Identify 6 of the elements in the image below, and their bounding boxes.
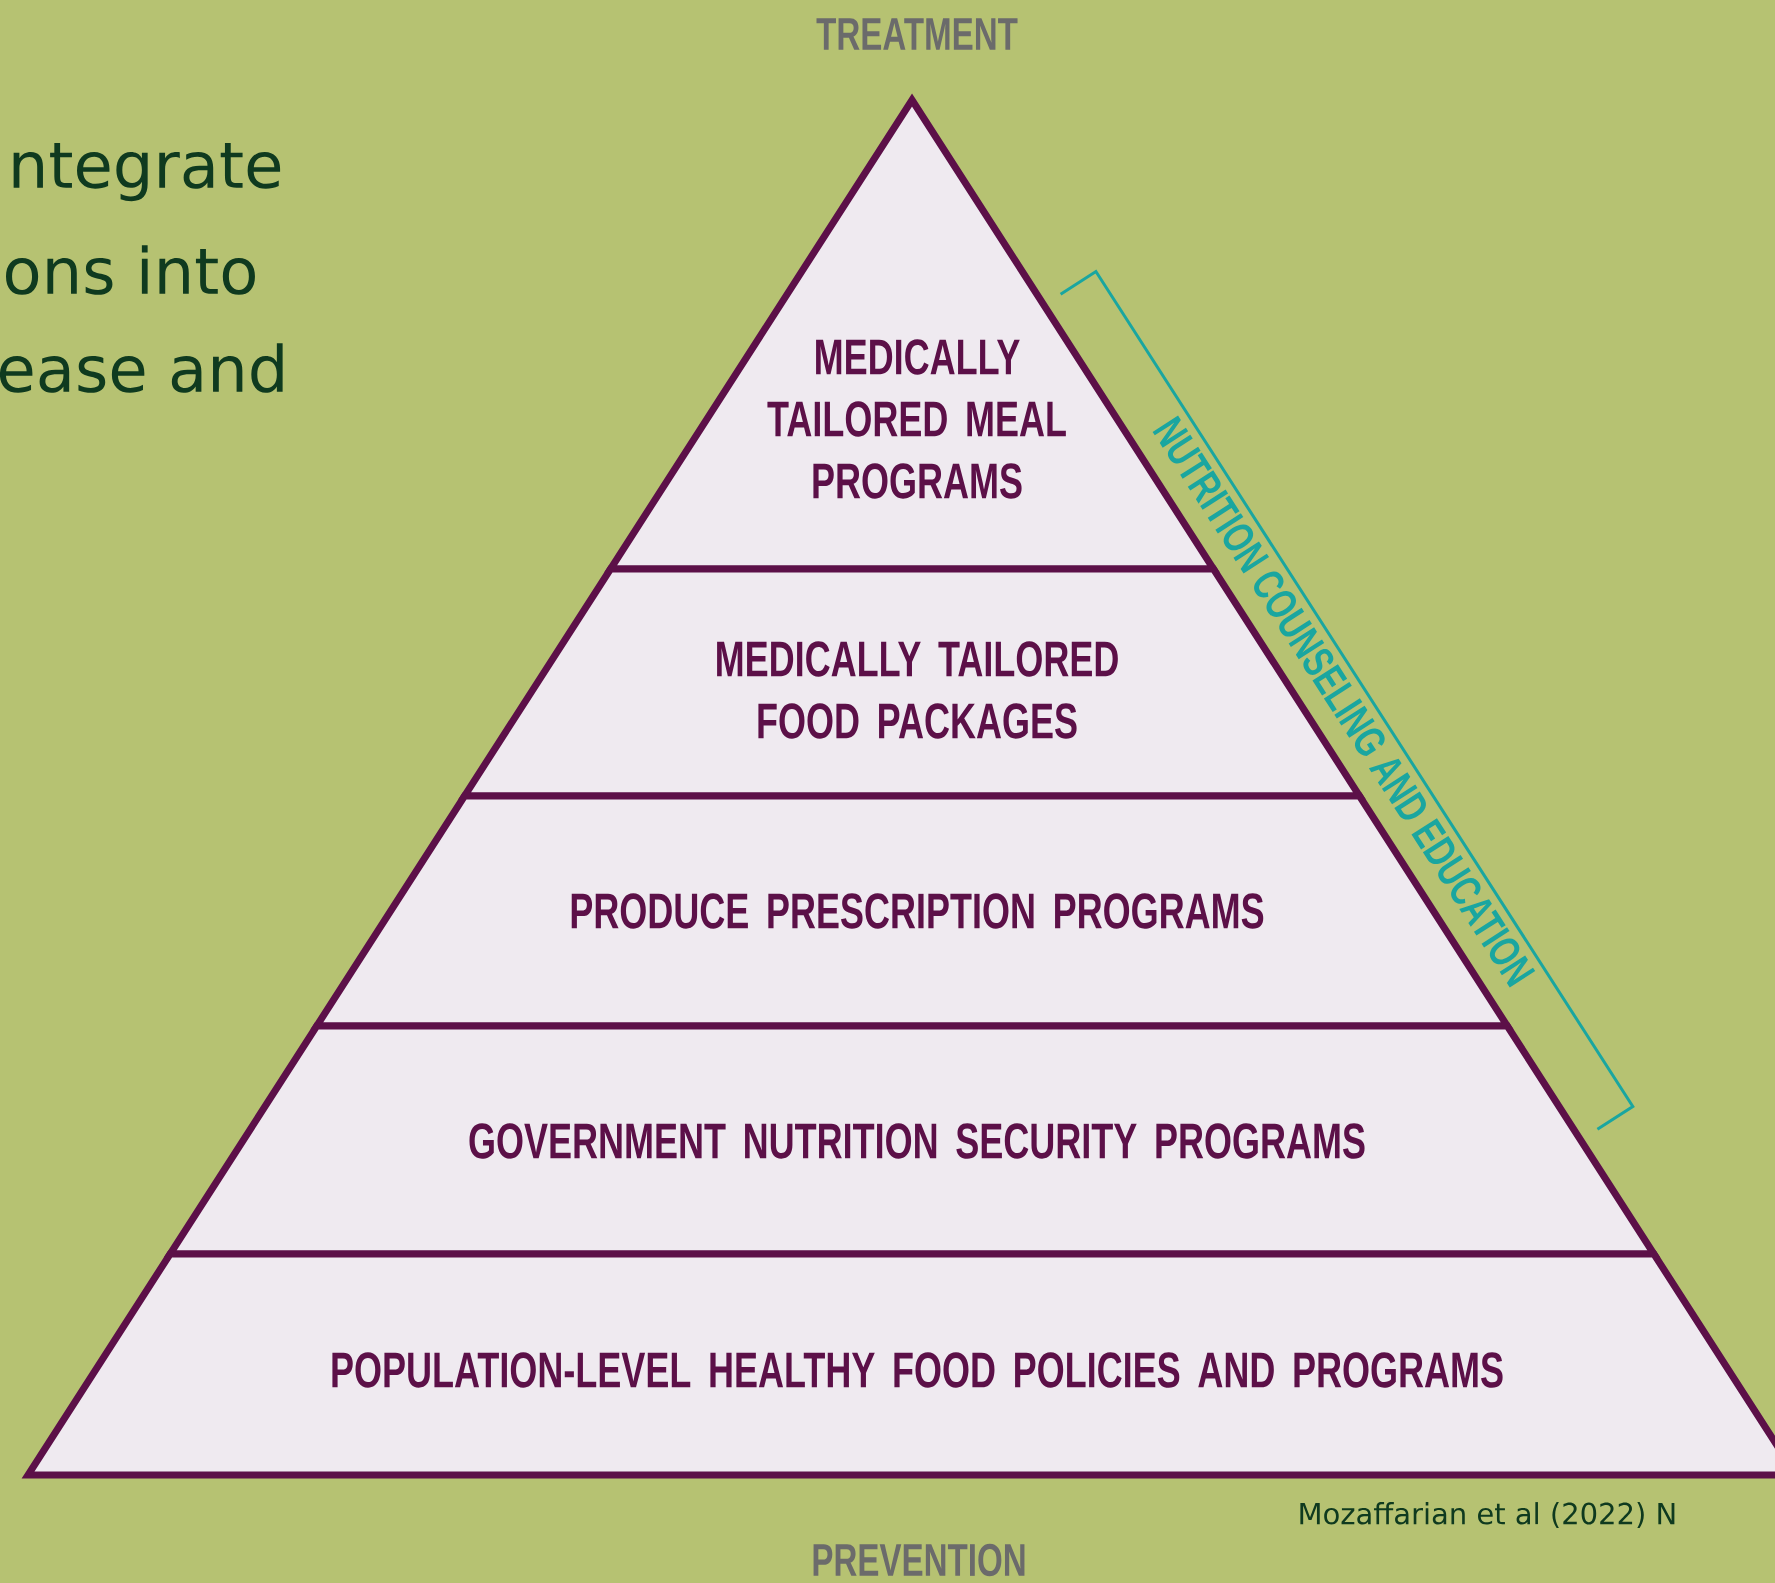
body-text: ons into xyxy=(6,245,255,295)
heading-label: TREATMENT xyxy=(816,18,1018,50)
citation-text: Mozaffarian et al (2022) N xyxy=(1300,1502,1675,1528)
body-text: ease and xyxy=(0,343,283,393)
body-text: ntegrate xyxy=(13,142,281,202)
heading-label: PREVENTION xyxy=(813,1543,1025,1577)
